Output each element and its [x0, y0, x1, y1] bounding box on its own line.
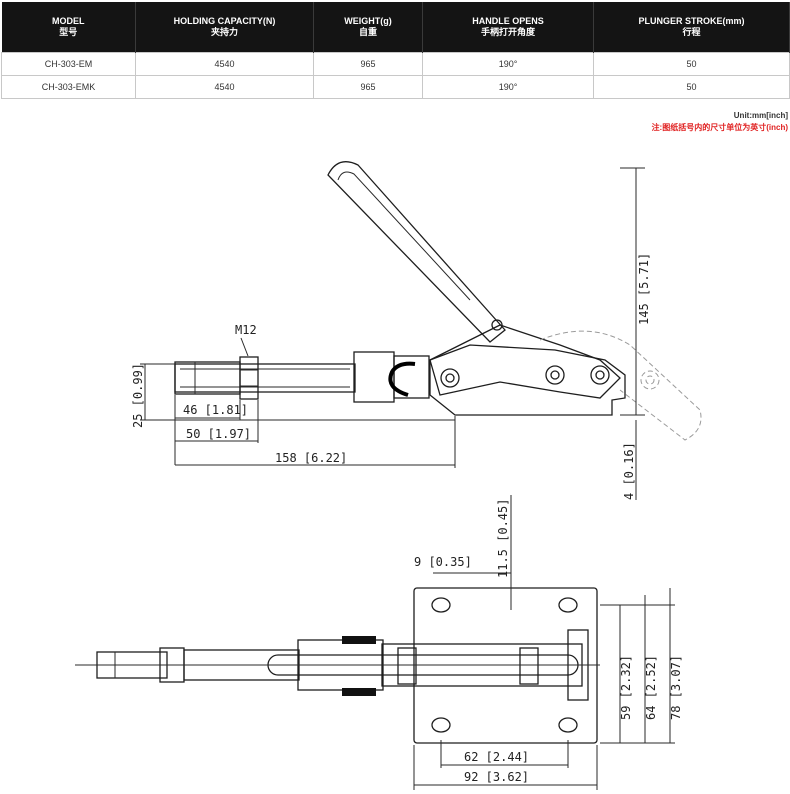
top-pivot-block [397, 647, 417, 685]
label-9: 9 [0.35] [414, 555, 472, 569]
table-row: CH-303-EM 4540 965 190° 50 [1, 52, 790, 76]
base-plate [429, 344, 626, 416]
side-view [140, 161, 702, 500]
label-158: 158 [6.22] [275, 451, 347, 465]
mount-hole [558, 717, 578, 733]
label-50: 50 [1.97] [186, 427, 251, 441]
cell-handle-opens: 190° [422, 52, 594, 76]
header-weight: WEIGHT(g)自重 [313, 2, 423, 53]
label-145: 145 [5.71] [637, 253, 651, 325]
unit-note-cn: 注:图纸括号内的尺寸单位为英寸(inch) [651, 123, 788, 132]
hex-nut [239, 356, 259, 400]
clip-bottom [342, 688, 376, 696]
pivot-1 [440, 368, 460, 388]
cell-model: CH-303-EM [1, 52, 136, 76]
cell-holding-capacity: 4540 [135, 75, 314, 99]
guide-bushing [353, 351, 395, 403]
label-64: 64 [2.52] [644, 655, 658, 720]
cell-holding-capacity: 4540 [135, 52, 314, 76]
header-holding-capacity: HOLDING CAPACITY(N)夹持力 [135, 2, 314, 53]
label-4: 4 [0.16] [622, 442, 636, 500]
handle [327, 161, 506, 343]
top-view [75, 495, 675, 790]
label-62: 62 [2.44] [464, 750, 529, 764]
label-92: 92 [3.62] [464, 770, 529, 784]
linkage-arm [429, 324, 621, 399]
label-59: 59 [2.32] [619, 655, 633, 720]
pivot-2 [545, 365, 565, 385]
threaded-end [174, 361, 241, 395]
table-row: CH-303-EMK 4540 965 190° 50 [1, 75, 790, 99]
clip-top [342, 636, 376, 644]
pivot-3 [590, 365, 610, 385]
top-pivot-block [519, 647, 539, 685]
plunger-rod [174, 363, 356, 393]
spring-clip [388, 361, 416, 397]
label-25: 25 [0.99] [131, 363, 145, 428]
open-position-outline [539, 330, 702, 441]
unit-line: Unit:mm[inch] [733, 111, 788, 120]
mount-hole [558, 597, 578, 613]
label-thread: M12 [235, 323, 257, 337]
cell-handle-opens: 190° [422, 75, 594, 99]
mount-hole [431, 597, 451, 613]
label-46: 46 [1.81] [183, 403, 248, 417]
label-11-5: 11.5 [0.45] [496, 499, 510, 578]
mount-hole [431, 717, 451, 733]
guide-body [393, 355, 430, 399]
unit-note: Unit:mm[inch] 注:图纸括号内的尺寸单位为英寸(inch) [652, 110, 788, 134]
header-plunger-stroke: PLUNGER STROKE(mm)行程 [593, 2, 790, 53]
cell-plunger-stroke: 50 [593, 75, 790, 99]
label-78: 78 [3.07] [669, 655, 683, 720]
pivot-4 [491, 319, 503, 331]
cell-model: CH-303-EMK [1, 75, 136, 99]
